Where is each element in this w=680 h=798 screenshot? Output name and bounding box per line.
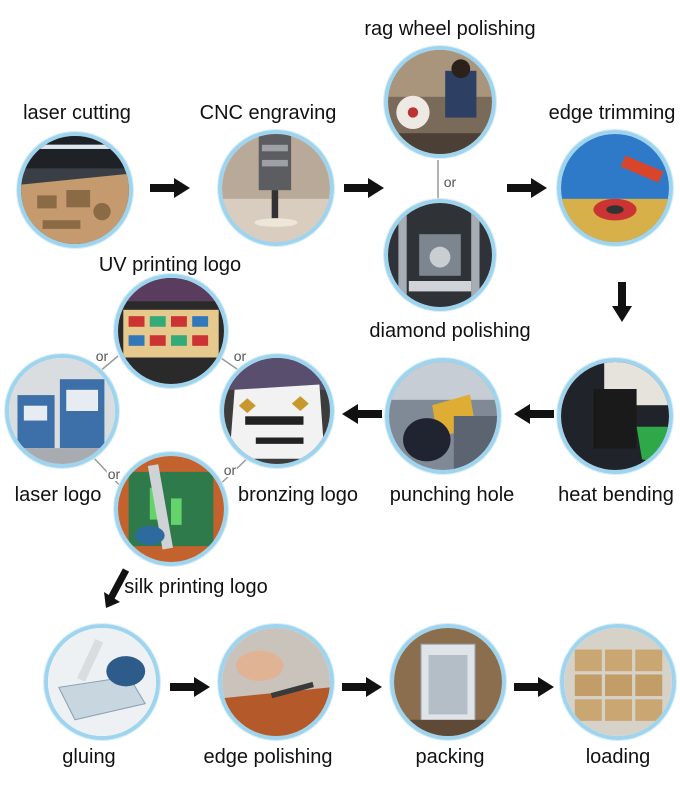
or-label: or bbox=[106, 466, 122, 482]
left-arrow-icon bbox=[342, 404, 382, 424]
packing-photo bbox=[390, 624, 506, 740]
left-arrow-icon bbox=[514, 404, 554, 424]
step-label-punching-hole: punching hole bbox=[389, 484, 515, 506]
right-arrow-icon bbox=[507, 178, 547, 198]
step-label-heat-bending: heat bending bbox=[558, 484, 674, 506]
right-arrow-icon bbox=[342, 677, 382, 697]
bronzing-logo-photo bbox=[220, 354, 334, 468]
step-label-silk-printing-logo: silk printing logo bbox=[124, 576, 268, 598]
right-arrow-icon bbox=[514, 677, 554, 697]
step-label-edge-polishing: edge polishing bbox=[203, 746, 333, 768]
step-label-cnc-engraving: CNC engraving bbox=[199, 102, 337, 124]
laser-logo-photo bbox=[5, 354, 119, 468]
step-label-loading: loading bbox=[585, 746, 651, 768]
step-label-gluing: gluing bbox=[62, 746, 116, 768]
or-label: or bbox=[232, 348, 248, 364]
uv-printing-logo-photo bbox=[114, 274, 228, 388]
step-label-uv-printing-logo: UV printing logo bbox=[98, 254, 242, 276]
edge-trimming-photo bbox=[557, 130, 673, 246]
down-left-arrow-icon bbox=[104, 568, 130, 608]
or-label: or bbox=[94, 348, 110, 364]
edge-polishing-photo bbox=[218, 624, 334, 740]
punching-hole-photo bbox=[385, 358, 501, 474]
step-label-laser-logo: laser logo bbox=[14, 484, 102, 506]
right-arrow-icon bbox=[344, 178, 384, 198]
step-label-laser-cutting: laser cutting bbox=[23, 102, 131, 124]
silk-printing-logo-photo bbox=[114, 452, 228, 566]
step-label-edge-trimming: edge trimming bbox=[548, 102, 676, 124]
step-label-bronzing-logo: bronzing logo bbox=[237, 484, 359, 506]
right-arrow-icon bbox=[150, 178, 190, 198]
diamond-polishing-photo bbox=[384, 199, 496, 311]
heat-bending-photo bbox=[557, 358, 673, 474]
or-label: or bbox=[442, 174, 458, 190]
gluing-photo bbox=[44, 624, 160, 740]
down-arrow-icon bbox=[612, 282, 632, 322]
loading-photo bbox=[560, 624, 676, 740]
right-arrow-icon bbox=[170, 677, 210, 697]
step-label-packing: packing bbox=[415, 746, 485, 768]
rag-wheel-polishing-photo bbox=[384, 46, 496, 158]
cnc-engraving-photo bbox=[218, 130, 334, 246]
laser-cutting-photo bbox=[17, 132, 133, 248]
step-label-rag-wheel-polishing: rag wheel polishing bbox=[364, 18, 536, 40]
step-label-diamond-polishing: diamond polishing bbox=[369, 320, 531, 342]
or-label: or bbox=[222, 462, 238, 478]
